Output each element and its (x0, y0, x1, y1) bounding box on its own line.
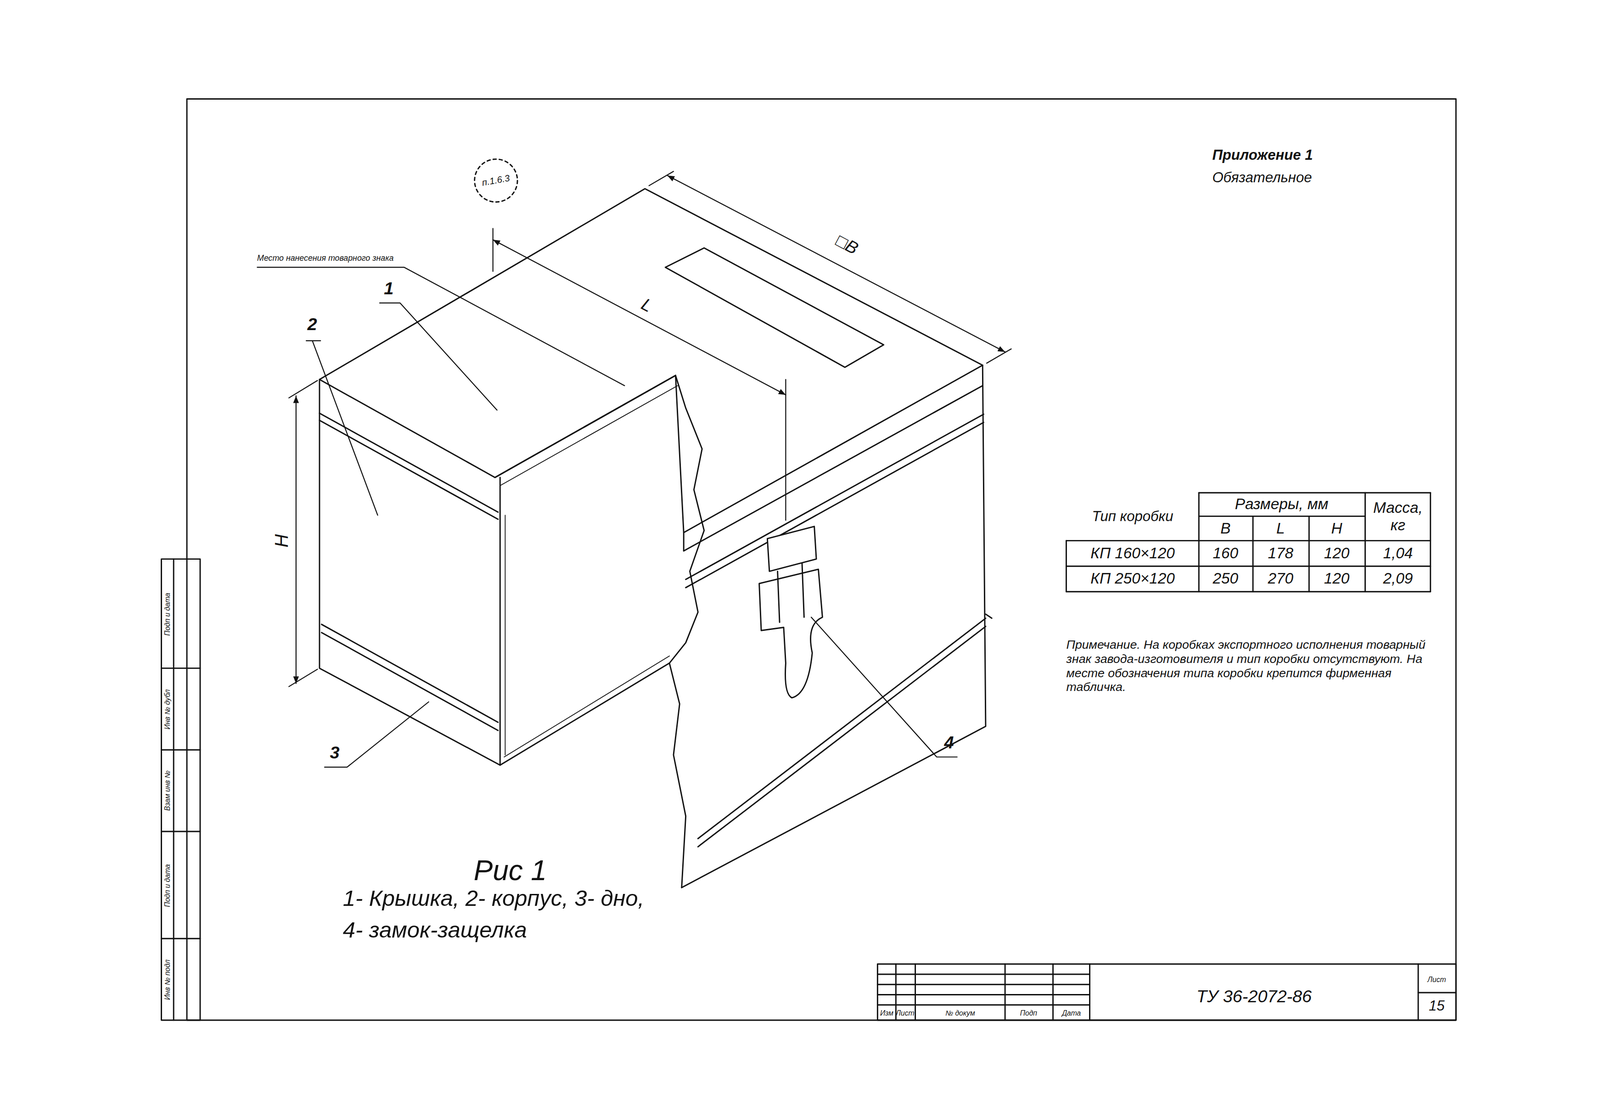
title-block-label: Подп (1020, 1009, 1038, 1018)
table-cell: 178 (1268, 544, 1294, 562)
stamp-label: Подп и дата (163, 864, 172, 908)
marking-plate (665, 247, 884, 368)
sheet-frame (186, 99, 1456, 1021)
table-cell: 1,04 (1383, 544, 1414, 562)
dimension-l (493, 228, 786, 521)
figure-caption: Рис 1 (473, 853, 547, 888)
sheet-label: Лист (1427, 975, 1446, 984)
table-grid (1066, 492, 1431, 592)
legend-text: 4- замок-защелка (342, 916, 528, 943)
stamp-label: Взам инв № (163, 770, 172, 812)
table-cell: 160 (1212, 544, 1239, 562)
dimension-text: □B (832, 230, 862, 259)
table-header: Размеры, мм (1235, 495, 1329, 513)
table-cell: 2,09 (1383, 569, 1414, 588)
stamp-label: Инв № дубл (163, 689, 172, 730)
legend-text: 1- Крышка, 2- корпус, 3- дно, (342, 885, 645, 911)
table-header: H (1331, 519, 1343, 538)
table-cell: 120 (1324, 569, 1350, 588)
callout-number: 4 (943, 732, 954, 753)
box-illustration (319, 188, 992, 888)
title-block-label: № докум (945, 1009, 975, 1018)
callout-number: 2 (307, 314, 318, 335)
table-header: L (1276, 519, 1286, 538)
title-block (877, 964, 1456, 1021)
table-cell: 270 (1268, 569, 1294, 588)
dimension-b (649, 171, 1012, 364)
table-cell: КП 160×120 (1090, 544, 1175, 562)
table-cell: КП 250×120 (1090, 569, 1175, 588)
table-cell: 250 (1212, 569, 1239, 588)
title-block-label: Лист (895, 1009, 915, 1018)
callout-number: 1 (383, 278, 394, 299)
dimension-h (288, 380, 318, 687)
title-block-label: Дата (1061, 1009, 1081, 1018)
leader-lines (257, 267, 957, 768)
stamp-label: Подп и дата (163, 592, 172, 636)
stamp-circle (474, 159, 518, 203)
sheet-number: 15 (1428, 998, 1445, 1015)
callout-note: Место нанесения товарного знака (257, 253, 394, 263)
reference-stamp: п.1.6.3 (481, 173, 511, 189)
latch (759, 526, 823, 698)
table-cell: 120 (1324, 544, 1350, 562)
table-header: B (1220, 519, 1231, 538)
document-code: ТУ 36-2072-86 (1196, 987, 1312, 1007)
appendix-status: Обязательное (1212, 169, 1312, 186)
stamp-column (161, 559, 201, 1021)
callout-number: 3 (329, 743, 340, 764)
appendix-title: Приложение 1 (1212, 146, 1313, 164)
dimension-text: H (270, 534, 292, 548)
table-header: Тип коробки (1092, 508, 1174, 525)
note-text: Примечание. На коробках экспортного испо… (1066, 637, 1437, 695)
stamp-label: Инв № подл (163, 959, 172, 1000)
title-block-label: Изм (880, 1009, 894, 1018)
table-header: Масса, кг (1367, 498, 1429, 534)
